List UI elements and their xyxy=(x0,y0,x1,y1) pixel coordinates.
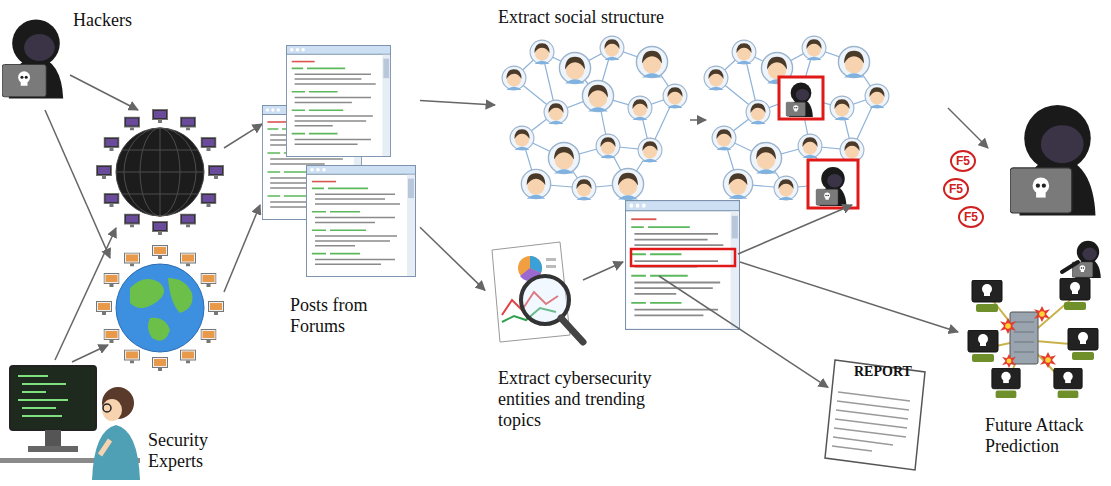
node-text: Posts from Forums xyxy=(290,295,382,337)
hackers-figure: Hackers xyxy=(0,8,148,108)
node-text: REPORT xyxy=(854,364,926,381)
flow-arrow xyxy=(420,100,495,105)
experts-figure: Security Experts xyxy=(0,355,236,480)
flow-arrow xyxy=(659,276,828,387)
forum-posts: Posts from Forums xyxy=(260,40,420,342)
flow-arrow xyxy=(420,227,485,290)
node-text: Future Attack Prediction xyxy=(985,415,1105,457)
key-bubble: F5 xyxy=(943,178,969,200)
report-paper: REPORT xyxy=(828,352,929,470)
social-network: Extract social structure xyxy=(495,5,697,205)
node-text: Extract social structure xyxy=(498,7,694,28)
node-text: Extract cybersecurity entities and trend… xyxy=(498,368,656,432)
node-text: Hackers xyxy=(73,10,145,31)
key-bubble: F5 xyxy=(950,150,976,172)
node-text: Security Experts xyxy=(148,430,233,472)
attack-prediction: Future Attack Prediction xyxy=(960,240,1108,476)
key-bubble: F5 xyxy=(958,206,984,228)
analysis-document: Extract cybersecurity entities and trend… xyxy=(485,235,659,440)
